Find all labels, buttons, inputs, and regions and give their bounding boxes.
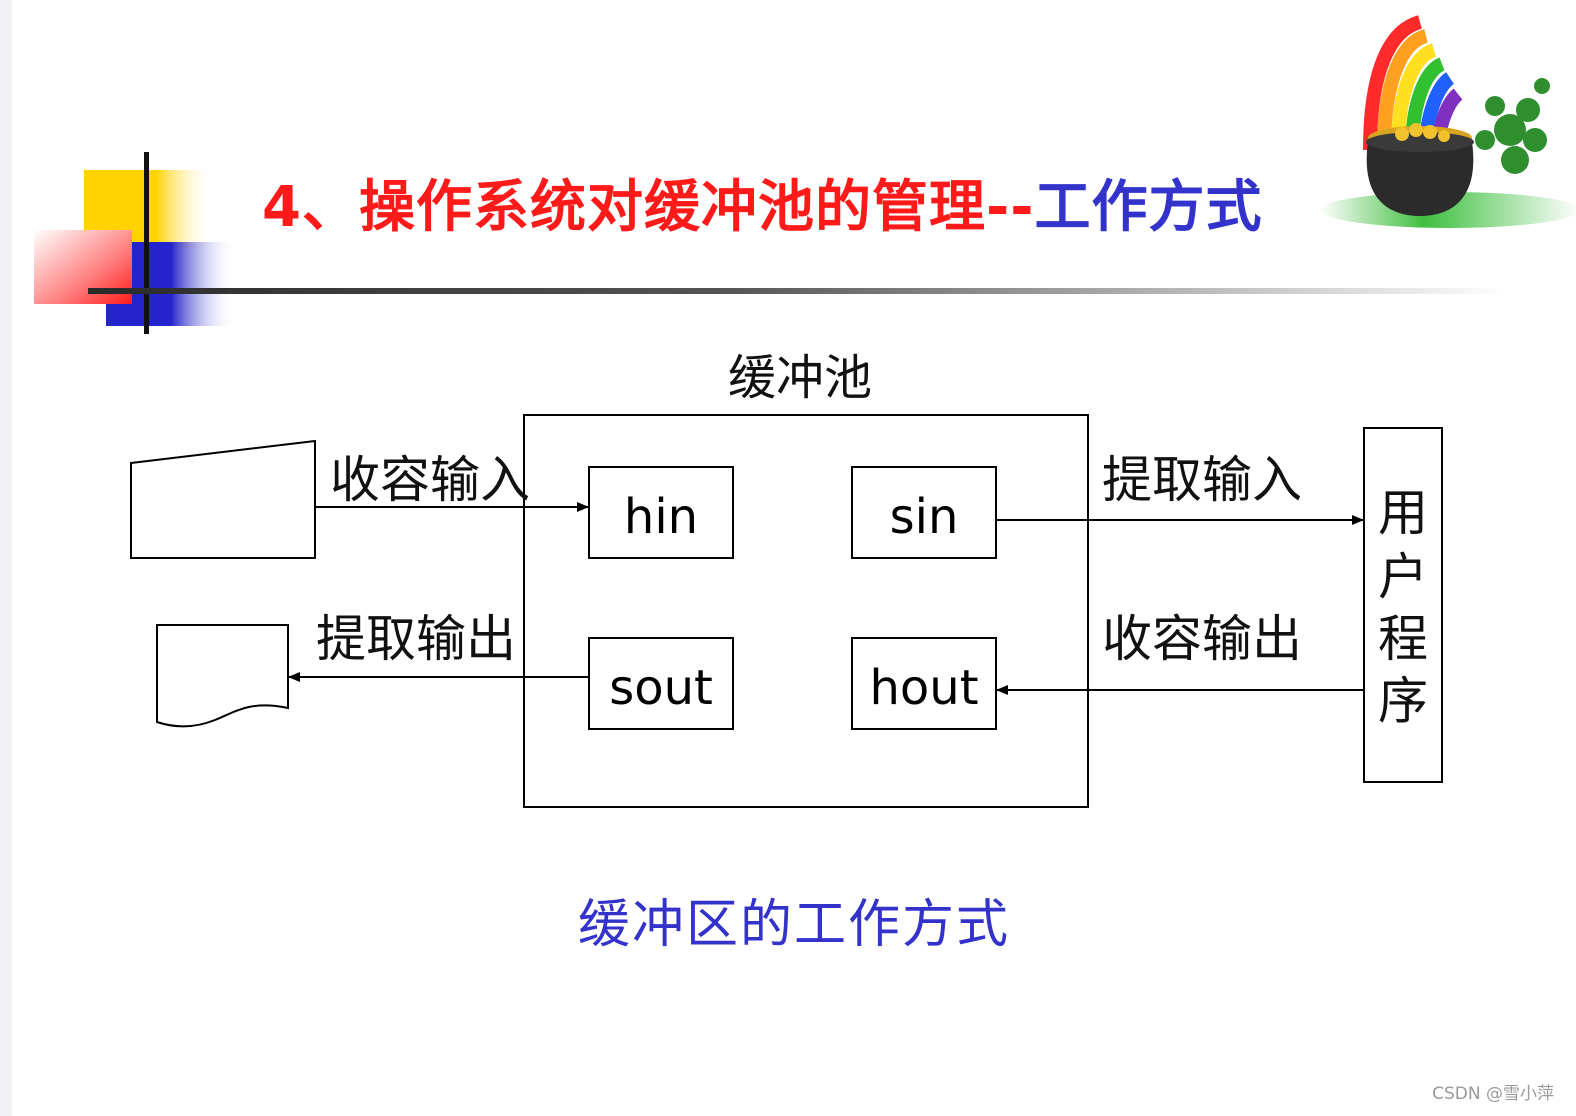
user-program-char-1: 用 <box>1378 484 1428 542</box>
user-program-char-3: 程 <box>1378 610 1428 668</box>
diagram-caption-text: 缓冲区的工作方式 <box>578 890 1010 960</box>
sout-buffer-label: sout <box>609 660 713 716</box>
watermark-text: CSDN @雪小萍 <box>1432 1079 1554 1104</box>
user-program-char-4: 序 <box>1378 672 1428 730</box>
sin-buffer-label: sin <box>890 489 959 545</box>
hout-buffer-label: hout <box>869 660 978 716</box>
buffer-pool-label: 缓冲池 <box>728 350 872 406</box>
extract-input-label: 提取输入 <box>1102 451 1302 509</box>
hin-buffer-label: hin <box>624 489 698 545</box>
extract-output-label: 提取输出 <box>316 610 516 668</box>
collect-output-label: 收容输出 <box>1102 610 1302 668</box>
user-program-char-2: 户 <box>1378 548 1428 606</box>
collect-input-label: 收容输入 <box>330 451 530 509</box>
output-document-icon <box>157 625 288 726</box>
input-device-icon <box>131 441 315 558</box>
